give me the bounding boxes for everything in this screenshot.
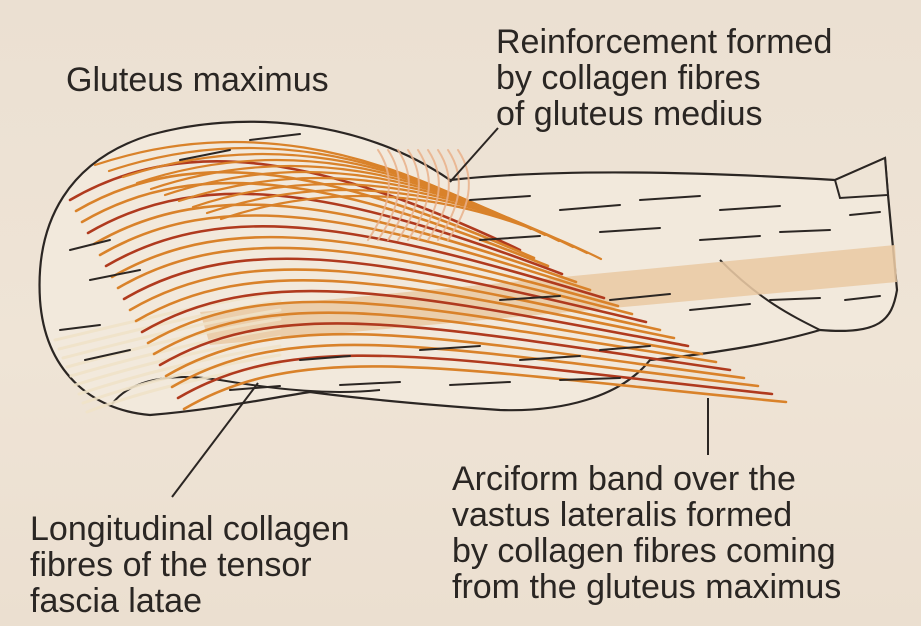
distal-cut-end — [835, 158, 888, 198]
label-line: of gluteus medius — [496, 96, 832, 132]
label-line: Arciform band over the — [452, 461, 841, 497]
label-line: Longitudinal collagen — [30, 511, 349, 547]
label-line: vastus lateralis formed — [452, 497, 841, 533]
label-line: from the gluteus maximus — [452, 569, 841, 605]
label-line: by collagen fibres — [496, 60, 832, 96]
label-line: by collagen fibres coming — [452, 533, 841, 569]
leader-line-reinforcement — [450, 128, 498, 182]
label-line: fibres of the tensor — [30, 547, 349, 583]
label-reinforcement: Reinforcement formed by collagen fibres … — [496, 24, 832, 132]
label-line: fascia latae — [30, 583, 349, 619]
label-arciform-band: Arciform band over the vastus lateralis … — [452, 461, 841, 605]
label-gluteus-maximus: Gluteus maximus — [66, 62, 329, 98]
label-line: Reinforcement formed — [496, 24, 832, 60]
label-longitudinal-fibres: Longitudinal collagen fibres of the tens… — [30, 511, 349, 619]
